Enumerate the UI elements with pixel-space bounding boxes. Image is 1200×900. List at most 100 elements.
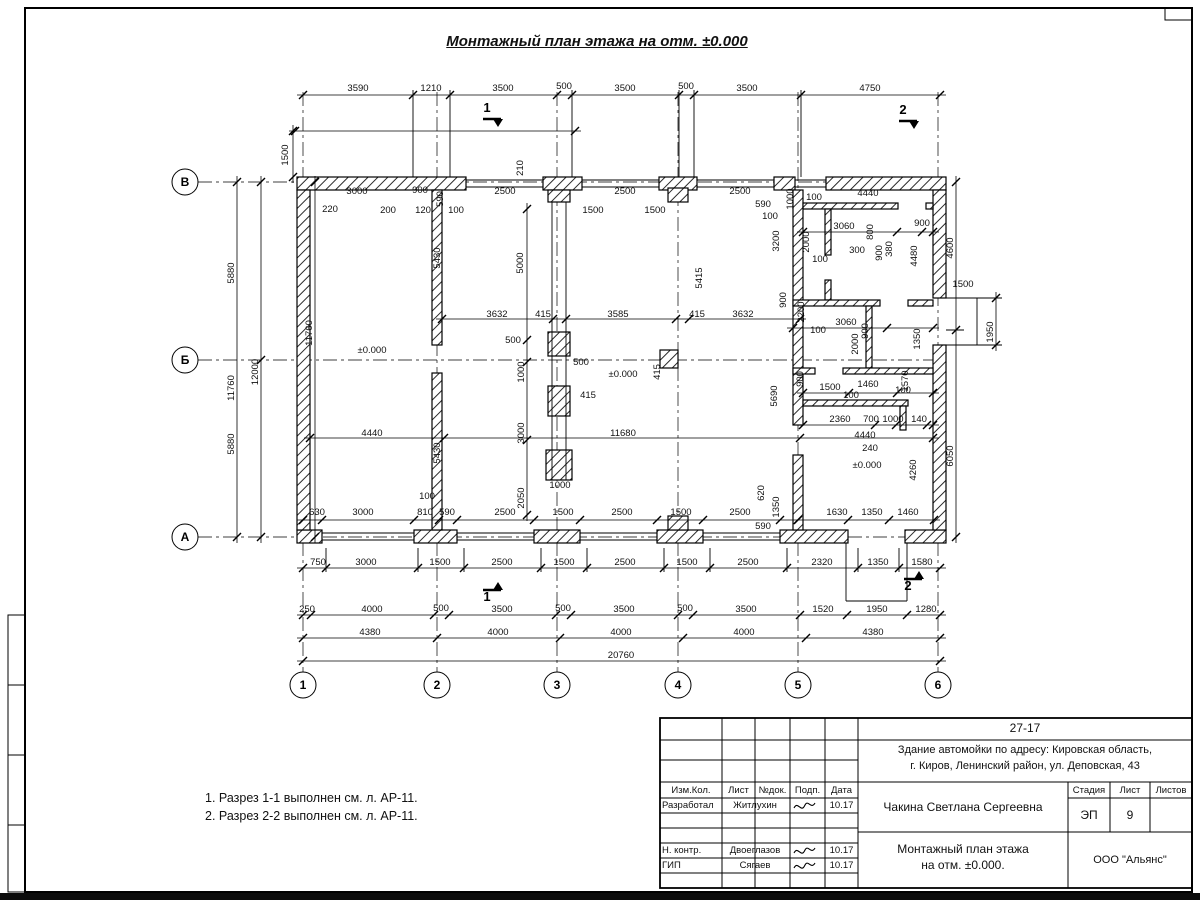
dim-label: 620 xyxy=(756,485,767,501)
dim-label: 415 xyxy=(689,309,705,320)
dim-label: 250 xyxy=(299,604,315,615)
col-axis-label: 6 xyxy=(935,678,942,692)
dim-label: 415 xyxy=(535,309,551,320)
dim-label: 590 xyxy=(439,507,455,518)
dim-label: 100 xyxy=(812,254,828,265)
row-axis-marker xyxy=(171,346,199,374)
dim-label: 11760 xyxy=(304,320,315,346)
tb-role-3: ГИП xyxy=(662,860,681,871)
dim-label: 3000 xyxy=(346,186,367,197)
dim-label: 590 xyxy=(435,191,446,207)
drawing-title-line-1: Монтажный план этажа xyxy=(897,842,1029,856)
dim-label: 3500 xyxy=(735,604,756,615)
dim-label: ±0.000 xyxy=(358,345,387,356)
dim-label: 1630 xyxy=(826,507,847,518)
dim-label: 1280 xyxy=(915,604,936,615)
dim-label: 4480 xyxy=(909,245,920,266)
dim-label: 6050 xyxy=(945,445,956,466)
col-axis-marker xyxy=(924,671,952,699)
dim-label: 3000 xyxy=(516,422,527,443)
col-axis-label: 1 xyxy=(300,678,307,692)
dim-label: 415 xyxy=(652,364,663,380)
stage-label: Стадия xyxy=(1072,785,1106,796)
author-name: Чакина Светлана Сергеевна xyxy=(883,800,1043,814)
project-line-2: г. Киров, Ленинский район, ул. Деповская… xyxy=(910,760,1140,772)
dim-label: 3000 xyxy=(352,507,373,518)
dim-label: 5690 xyxy=(769,385,780,406)
dim-label: 4260 xyxy=(908,459,919,480)
dim-label: 900 xyxy=(860,323,871,339)
dim-label: 630 xyxy=(309,507,325,518)
dim-label: 2000 xyxy=(801,231,812,252)
section-mark-label: 2 xyxy=(899,102,906,117)
row-axis-label: Б xyxy=(181,353,190,367)
row-axis-marker xyxy=(171,168,199,196)
dim-label: 100 xyxy=(843,390,859,401)
dim-label: 220 xyxy=(322,204,338,215)
dim-label: 1350 xyxy=(861,507,882,518)
dim-label: 3060 xyxy=(833,221,854,232)
tb-name-2: Двоеглазов xyxy=(729,845,781,856)
dim-label: 210 xyxy=(515,160,526,176)
dim-label: 3500 xyxy=(736,83,757,94)
dim-label: 2500 xyxy=(729,186,750,197)
dim-label: 5430 xyxy=(432,442,443,463)
dim-label: 120 xyxy=(415,205,431,216)
dim-label: 1350 xyxy=(867,557,888,568)
dim-label: 1500 xyxy=(553,557,574,568)
dim-label: 1500 xyxy=(819,382,840,393)
col-axis-label: 4 xyxy=(675,678,682,692)
dim-label: 1500 xyxy=(582,205,603,216)
dim-label: 11680 xyxy=(610,428,636,439)
dim-label: ±0.000 xyxy=(853,460,882,471)
dim-label: 2200 xyxy=(796,301,807,322)
dim-label: ±0.000 xyxy=(609,369,638,380)
dim-label: 2050 xyxy=(516,487,527,508)
dim-label: 1350 xyxy=(912,328,923,349)
dim-label: 100 xyxy=(762,211,778,222)
dim-label: 3632 xyxy=(486,309,507,320)
dim-label: 500 xyxy=(555,603,571,614)
col-axis-marker xyxy=(664,671,692,699)
dim-label: 5000 xyxy=(515,252,526,273)
dim-label: 2000 xyxy=(850,333,861,354)
axis-lines xyxy=(198,92,946,672)
dim-label: 3060 xyxy=(835,317,856,328)
dim-label: 2500 xyxy=(614,557,635,568)
dim-label: 1000 xyxy=(549,480,570,491)
tb-header-data: Дата xyxy=(830,785,853,796)
notes: 1. Разрез 1-1 выполнен см. л. АР-11. 2. … xyxy=(205,789,418,825)
dim-label: 500 xyxy=(433,603,449,614)
stage-value: ЭП xyxy=(1080,808,1098,822)
dim-label: 100 xyxy=(448,205,464,216)
dim-label: 900 xyxy=(795,371,806,387)
dim-label: 3500 xyxy=(614,83,635,94)
section-mark-label: 1 xyxy=(483,589,490,604)
signature-icon xyxy=(793,847,816,854)
title-block-grid xyxy=(659,717,1193,889)
note-line-1: 1. Разрез 1-1 выполнен см. л. АР-11. xyxy=(205,791,418,805)
project-line-1: Здание автомойки по адресу: Кировская об… xyxy=(897,744,1153,756)
dim-label: 2500 xyxy=(737,557,758,568)
dim-label: 4000 xyxy=(610,627,631,638)
dim-label: 1460 xyxy=(857,379,878,390)
signature-icon xyxy=(793,862,816,869)
dim-label: 12000 xyxy=(250,359,261,385)
dim-label: 1580 xyxy=(911,557,932,568)
dim-label: 415 xyxy=(580,390,596,401)
tb-role-2: Н. контр. xyxy=(662,845,702,856)
dim-label: 500 xyxy=(556,81,572,92)
dim-label: 4000 xyxy=(487,627,508,638)
dim-label: 2500 xyxy=(491,557,512,568)
dim-label: 4440 xyxy=(857,188,878,199)
dim-label: 4380 xyxy=(359,627,380,638)
sheet-number: 9 xyxy=(1126,808,1134,822)
section-mark-label: 2 xyxy=(904,578,911,593)
dim-label: 140 xyxy=(911,414,927,425)
col-axis-label: 3 xyxy=(554,678,561,692)
signature-icon xyxy=(793,802,816,809)
tb-date-3: 10.17 xyxy=(829,860,854,871)
